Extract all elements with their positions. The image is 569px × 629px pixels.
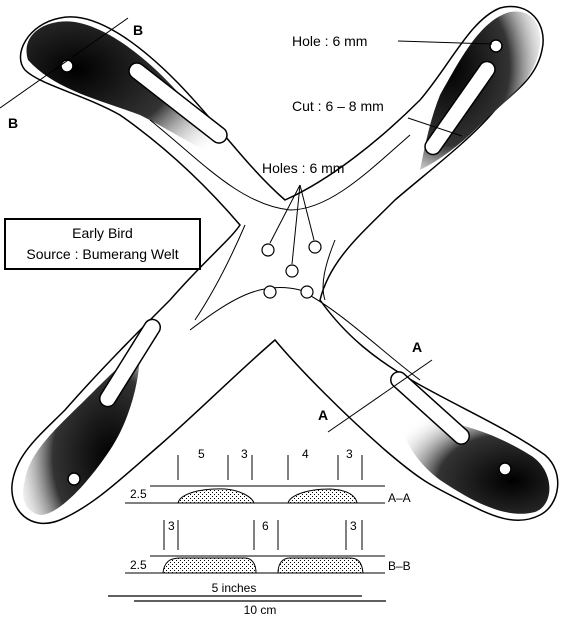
shade-top-left bbox=[26, 21, 226, 161]
hole-center-1 bbox=[261, 243, 275, 257]
leader-cut bbox=[407, 117, 463, 137]
hole-center-3 bbox=[285, 264, 299, 278]
cut-slot-top-right bbox=[424, 60, 496, 156]
hole-tip-top-left bbox=[60, 59, 74, 73]
hole-tip-top-right bbox=[489, 39, 503, 53]
section-a-bottom-label: A bbox=[318, 407, 328, 423]
boomerang-source: Source : Bumerang Welt bbox=[26, 246, 179, 262]
profile-aa-right-airfoil bbox=[287, 488, 358, 504]
profile-bb-dim-1: 3 bbox=[168, 519, 175, 533]
hole-tip-bottom-left bbox=[67, 472, 81, 486]
info-box: Early Bird Source : Bumerang Welt bbox=[4, 218, 201, 270]
profile-aa-left-airfoil bbox=[177, 488, 255, 504]
leader-hole bbox=[397, 40, 493, 45]
scale-cm-label: 10 cm bbox=[244, 603, 277, 617]
section-b-bottom-label: B bbox=[8, 115, 18, 131]
profile-aa-dim-3: 4 bbox=[302, 447, 309, 461]
cut-slot-bottom-right bbox=[390, 371, 470, 445]
leader-holes-1 bbox=[269, 184, 301, 244]
profile-bb: 3 6 3 2.5 B–B bbox=[125, 519, 411, 574]
hole-center-5 bbox=[300, 285, 314, 299]
hole-center-2 bbox=[308, 240, 322, 254]
profile-bb-dim-3: 3 bbox=[350, 519, 357, 533]
inner-contour-top bbox=[149, 119, 411, 211]
leader-holes-3 bbox=[299, 184, 315, 241]
profile-aa-label: A–A bbox=[388, 491, 411, 505]
section-line-a bbox=[327, 359, 433, 433]
section-b-top-label: B bbox=[133, 22, 143, 38]
hole-tip-bottom-right bbox=[498, 462, 512, 476]
profile-bb-thickness: 2.5 bbox=[130, 558, 147, 572]
cut-slot-bottom-left bbox=[98, 318, 162, 408]
profile-aa-thickness: 2.5 bbox=[130, 487, 147, 501]
cut-slot-top-left bbox=[128, 62, 228, 144]
profile-aa: 5 3 4 3 2.5 A–A bbox=[125, 447, 411, 505]
section-line-b bbox=[0, 17, 129, 109]
profile-bb-right-airfoil bbox=[277, 557, 364, 574]
profile-aa-dim-2: 3 bbox=[241, 447, 248, 461]
profile-bb-dim-2: 6 bbox=[262, 519, 269, 533]
boomerang-name: Early Bird bbox=[72, 225, 133, 241]
inner-contour-left bbox=[194, 224, 246, 321]
inner-contour-bottom bbox=[189, 286, 421, 381]
profile-bb-label: B–B bbox=[388, 559, 411, 573]
profile-aa-dim-1: 5 bbox=[198, 447, 205, 461]
profile-bb-left-airfoil bbox=[162, 557, 257, 574]
callout-holes: Holes : 6 mm bbox=[262, 160, 344, 176]
scale-inches-label: 5 inches bbox=[212, 581, 257, 595]
hole-center-4 bbox=[263, 285, 277, 299]
section-a-top-label: A bbox=[412, 339, 422, 355]
profile-aa-dim-4: 3 bbox=[346, 447, 353, 461]
shade-bottom-right bbox=[400, 419, 550, 514]
inner-contour-right bbox=[322, 239, 336, 301]
callout-hole: Hole : 6 mm bbox=[292, 33, 367, 49]
callout-cut: Cut : 6 – 8 mm bbox=[292, 98, 384, 114]
leader-holes-2 bbox=[291, 184, 301, 265]
